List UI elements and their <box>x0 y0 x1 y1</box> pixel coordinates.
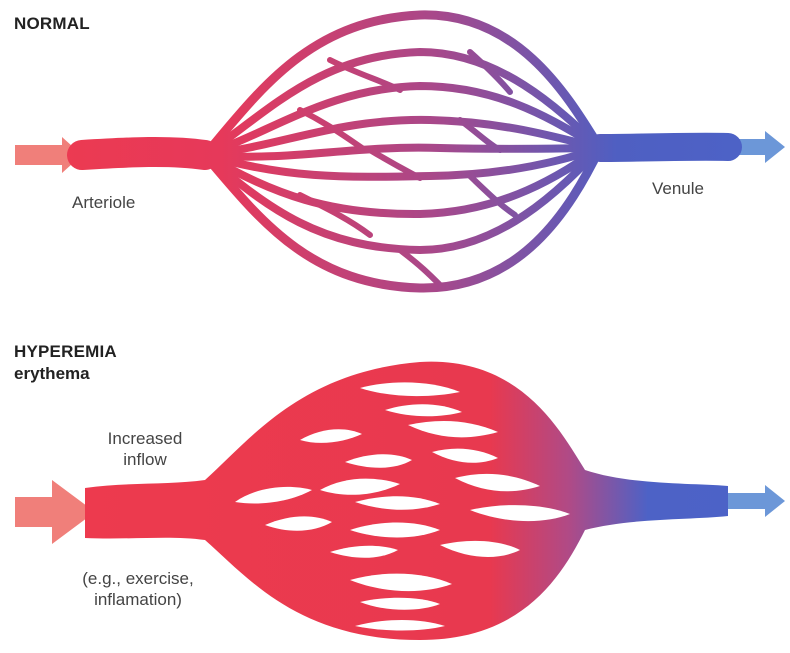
example-causes-line-1: (e.g., exercise, <box>58 568 218 589</box>
hyperemia-inflow-arrow <box>15 480 95 544</box>
hyperemia-title: HYPEREMIA <box>14 342 117 362</box>
hyperemia-subtitle: erythema <box>14 364 90 384</box>
normal-title: NORMAL <box>14 14 90 34</box>
increased-inflow-line-2: inflow <box>85 449 205 470</box>
increased-inflow-label: Increased inflow <box>85 428 205 470</box>
example-causes-label: (e.g., exercise, inflamation) <box>58 568 218 610</box>
arteriole-label: Arteriole <box>72 192 135 213</box>
normal-diagram <box>15 15 785 288</box>
increased-inflow-line-1: Increased <box>85 428 205 449</box>
example-causes-line-2: inflamation) <box>58 589 218 610</box>
hyperemia-outflow-arrow <box>728 485 785 517</box>
venule-label: Venule <box>652 178 704 199</box>
normal-vessel-network <box>82 15 728 288</box>
